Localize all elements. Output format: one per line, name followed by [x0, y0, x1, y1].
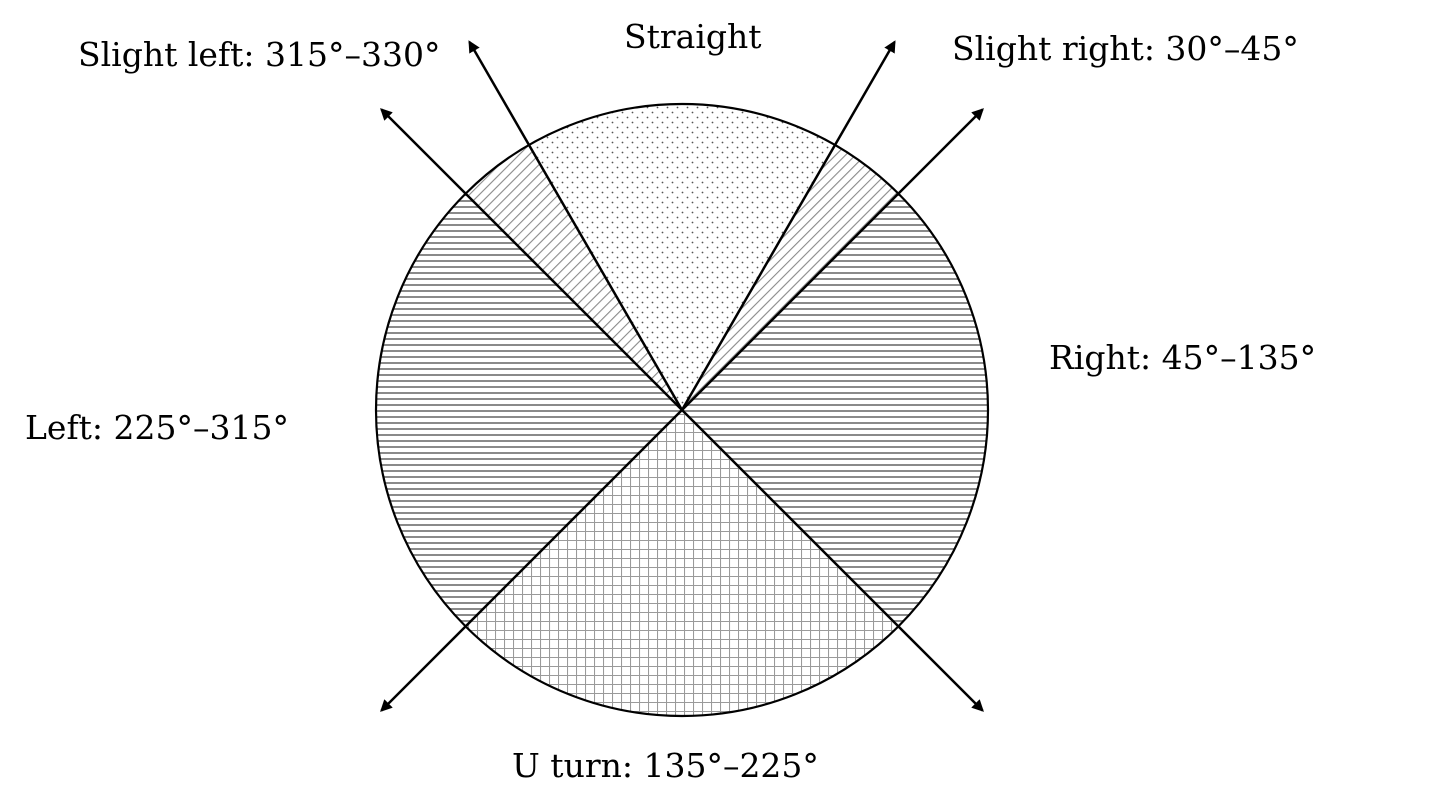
boundary-arrow-135: [681, 409, 984, 712]
sector-u-turn: [465, 410, 899, 716]
sector-slight-right: [682, 145, 899, 410]
sector-slight-left: [465, 145, 682, 410]
label-straight: Straight: [624, 17, 762, 56]
label-slight-right: Slight right: 30°–45°: [952, 29, 1299, 68]
boundary-arrow-30: [680, 40, 896, 411]
sector-right: [682, 193, 988, 627]
ray-layer: [380, 40, 984, 712]
label-slight-left: Slight left: 315°–330°: [78, 35, 441, 74]
label-right: Right: 45°–135°: [1049, 338, 1317, 377]
sector-straight: [529, 104, 835, 411]
boundary-arrow-330: [468, 40, 684, 411]
label-left: Left: 225°–315°: [25, 408, 289, 447]
sector-layer: [376, 104, 988, 716]
label-u-turn: U turn: 135°–225°: [512, 746, 819, 785]
boundary-arrow-225: [380, 409, 683, 712]
boundary-arrow-315: [380, 108, 683, 411]
boundary-arrow-45: [681, 108, 984, 411]
sector-left: [376, 193, 682, 627]
outer-circle: [374, 102, 990, 718]
